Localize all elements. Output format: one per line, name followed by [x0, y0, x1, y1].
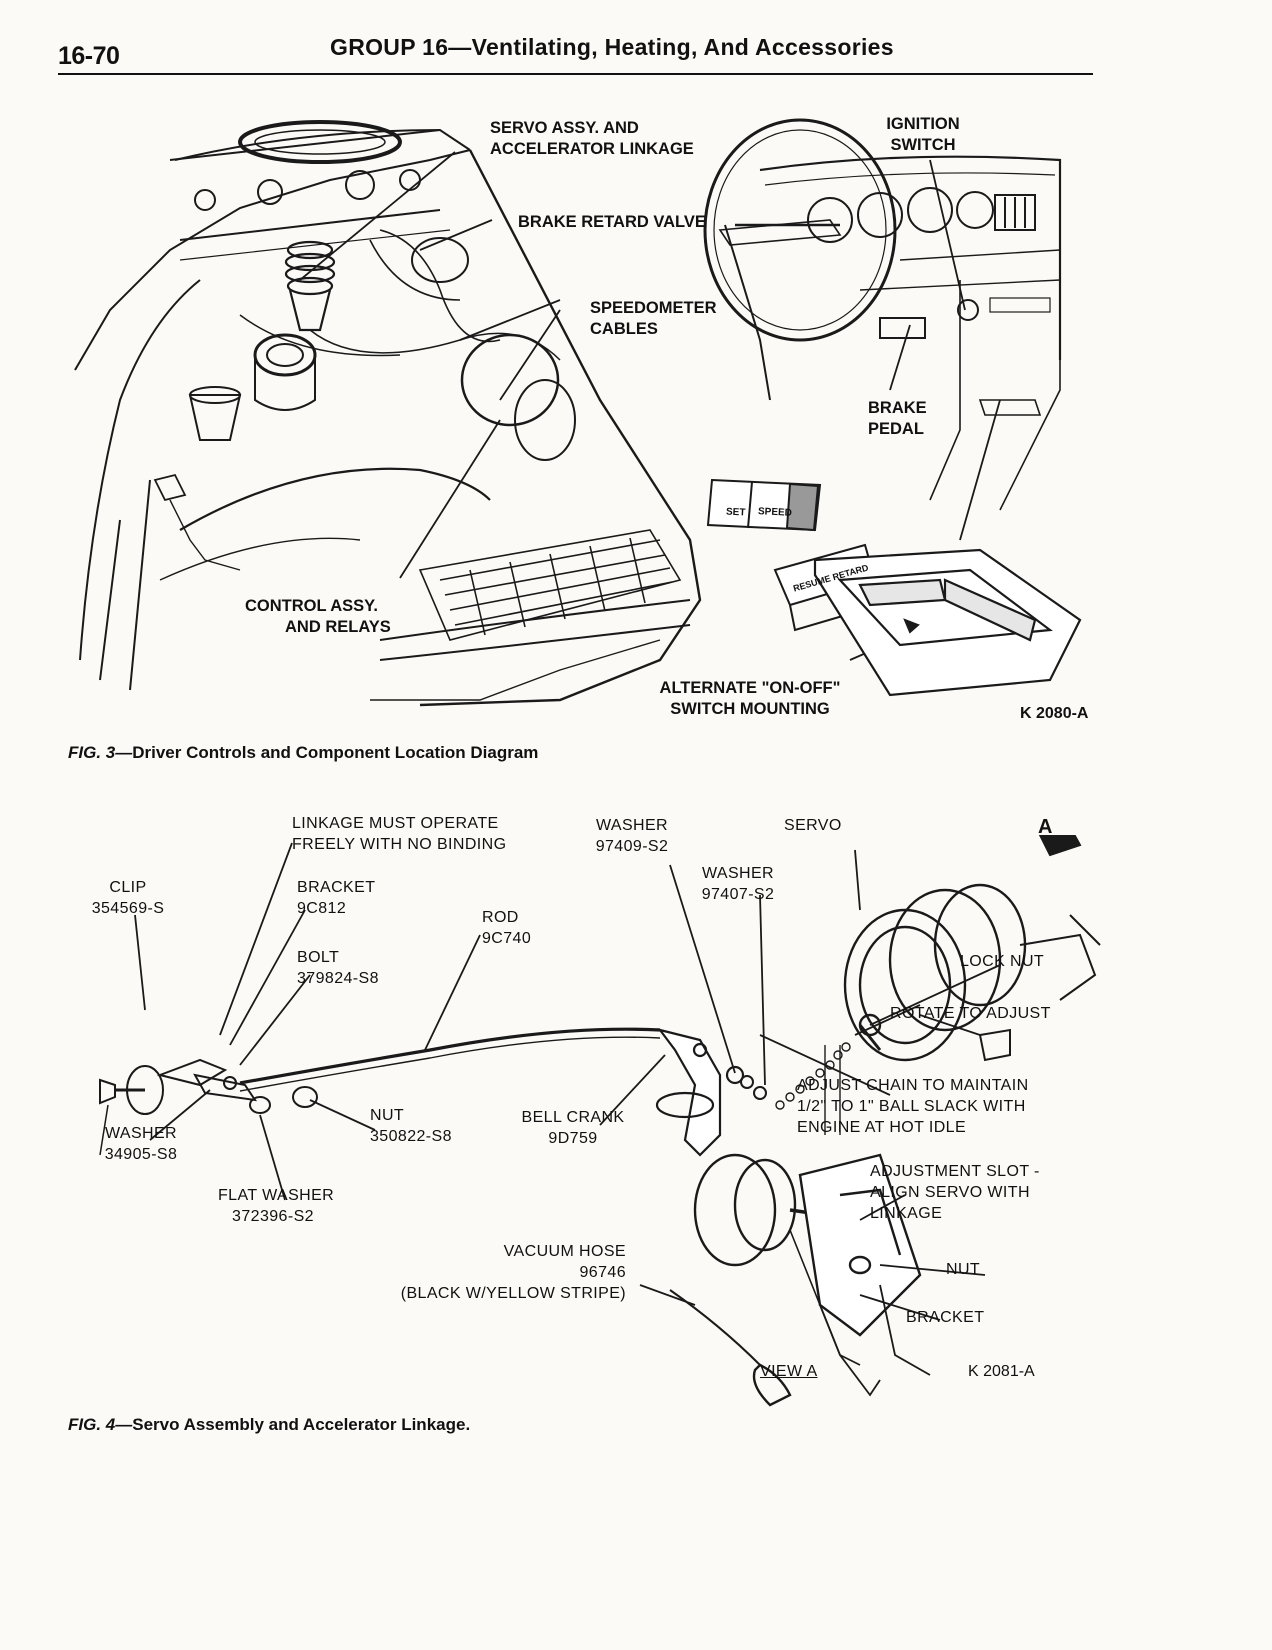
label-flat-washer: FLAT WASHER 372396-S2: [218, 1187, 335, 1225]
figure-3-caption: FIG. 3—Driver Controls and Component Loc…: [68, 743, 539, 762]
label-adjustment-slot: ADJUSTMENT SLOT - ALIGN SERVO WITH LINKA…: [870, 1163, 1040, 1222]
figure-4-illustration: [99, 835, 1101, 1407]
label-nut-2: NUT: [946, 1261, 981, 1278]
label-bracket-bottom: BRACKET: [906, 1309, 985, 1326]
set-speed-switch-shape: [706, 478, 822, 532]
label-clip: CLIP 354569-S: [91, 879, 165, 917]
label-washer-1: WASHER 97409-S2: [595, 817, 669, 855]
set-button-label: SET: [725, 506, 746, 519]
label-speedometer-cables: SPEEDOMETER CABLES: [590, 299, 717, 338]
servo-shape: [843, 883, 1101, 1062]
label-linkage-note: LINKAGE MUST OPERATE FREELY WITH NO BIND…: [292, 815, 507, 853]
label-bracket-top: BRACKET 9C812: [297, 879, 376, 917]
label-washer-3: WASHER 34905-S8: [104, 1125, 178, 1163]
servo-bellows: [284, 240, 336, 332]
label-servo-assy: SERVO ASSY. AND ACCELERATOR LINKAGE: [490, 119, 694, 158]
grille-shape: [418, 529, 682, 641]
alternate-switch-shape: [813, 548, 1082, 697]
label-lock-nut: LOCK NUT: [960, 953, 1045, 970]
figure-4-ref: K 2081-A: [968, 1363, 1035, 1380]
bead-chain-shape: [775, 1042, 851, 1110]
header-rule: [58, 73, 1093, 75]
figure-4-leader-lines: [134, 842, 1001, 1321]
figure-3: SERVO ASSY. AND ACCELERATOR LINKAGE BRAK…: [0, 100, 1272, 762]
label-alternate-switch: ALTERNATE "ON-OFF" SWITCH MOUNTING: [659, 679, 841, 718]
view-a-label: VIEW A: [760, 1363, 818, 1380]
label-rod: ROD 9C740: [482, 909, 532, 947]
view-a-marker: A: [1038, 816, 1053, 838]
label-control-assy: CONTROL ASSY. AND RELAYS: [245, 597, 391, 636]
label-adjust-chain: ADJUST CHAIN TO MAINTAIN 1/2" TO 1" BALL…: [797, 1077, 1029, 1136]
figure-4: LINKAGE MUST OPERATE FREELY WITH NO BIND…: [0, 815, 1272, 1495]
label-brake-retard-valve: BRAKE RETARD VALVE: [518, 213, 706, 231]
page-number: 16-70: [58, 42, 120, 70]
label-brake-pedal: BRAKE PEDAL: [868, 399, 927, 438]
label-bolt: BOLT 379824-S8: [297, 949, 379, 987]
label-ignition-switch: IGNITION SWITCH: [886, 115, 960, 154]
label-nut-1: NUT 350822-S8: [370, 1107, 452, 1145]
speed-button-label: SPEED: [757, 506, 793, 519]
bell-crank-shape: [655, 1028, 745, 1157]
label-washer-2: WASHER 97407-S2: [701, 865, 775, 903]
figure-3-ref: K 2080-A: [1020, 705, 1089, 722]
figure-3-illustration: [74, 118, 1082, 707]
figure-4-caption: FIG. 4—Servo Assembly and Accelerator Li…: [68, 1415, 471, 1434]
carburetor-shape: [253, 333, 317, 411]
label-vacuum-hose: VACUUM HOSE 96746 (BLACK W/YELLOW STRIPE…: [400, 1243, 626, 1302]
throttle-linkage-shape: [99, 1058, 318, 1156]
label-servo: SERVO: [784, 817, 842, 834]
label-bell-crank: BELL CRANK 9D759: [521, 1109, 625, 1147]
label-rotate: ROTATE TO ADJUST: [890, 1005, 1051, 1022]
running-title: GROUP 16—Ventilating, Heating, And Acces…: [330, 34, 894, 60]
